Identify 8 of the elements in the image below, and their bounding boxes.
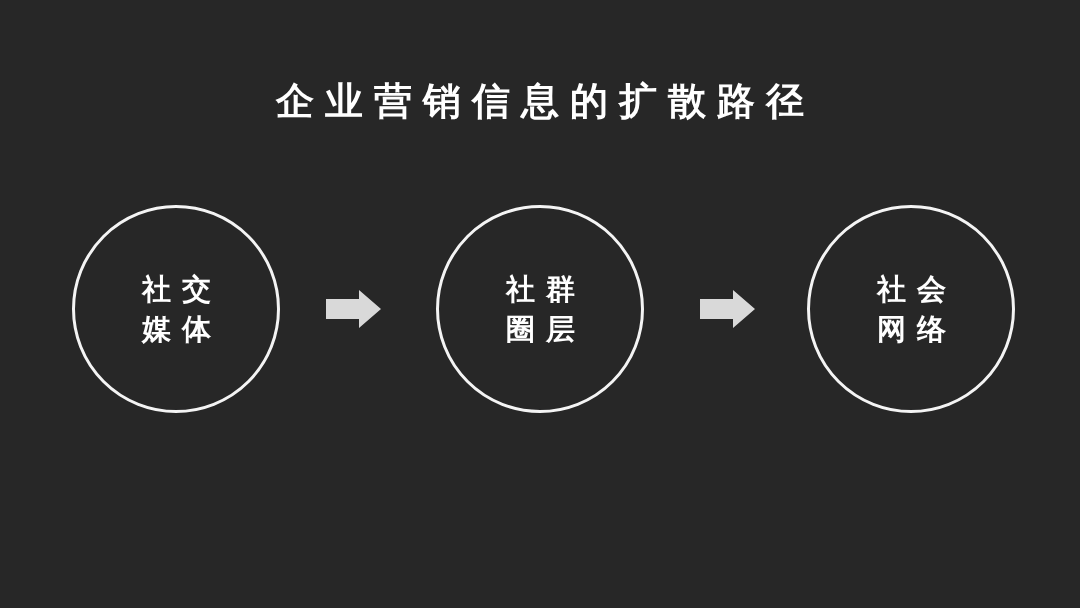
title: 企业营销信息的扩散路径 [275,78,815,123]
circle-node [72,205,280,413]
circle-node [807,205,1015,413]
node-label: 社会网络 [875,271,958,348]
block-arrow [700,290,755,328]
circle-node [436,205,644,413]
node-label: 社交媒体 [140,271,223,348]
node-label: 社群圈层 [504,271,587,348]
